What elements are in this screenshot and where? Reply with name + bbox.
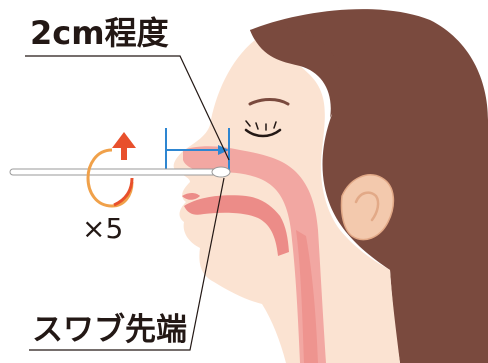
- eyebrow: [248, 98, 290, 106]
- depth-leader-line: [25, 55, 230, 161]
- closed-eye: [244, 128, 282, 138]
- swab-tip-label: スワブ先端: [32, 312, 187, 348]
- ear-inner: [354, 191, 380, 222]
- rotation-count-label: ×5: [82, 212, 123, 245]
- hair-fringe: [250, 26, 341, 119]
- rotation-arrow-icon: [86, 132, 136, 208]
- lips: [182, 193, 200, 200]
- nasal-airway: [183, 146, 326, 363]
- tip-leader-line: [29, 177, 225, 351]
- measurement-bracket-icon: [165, 128, 230, 170]
- depth-label: 2cm程度: [30, 14, 169, 52]
- swab-stick-icon: [9, 166, 231, 178]
- oral-airway: [184, 195, 289, 256]
- ear: [340, 174, 395, 241]
- throat-airway: [296, 230, 318, 363]
